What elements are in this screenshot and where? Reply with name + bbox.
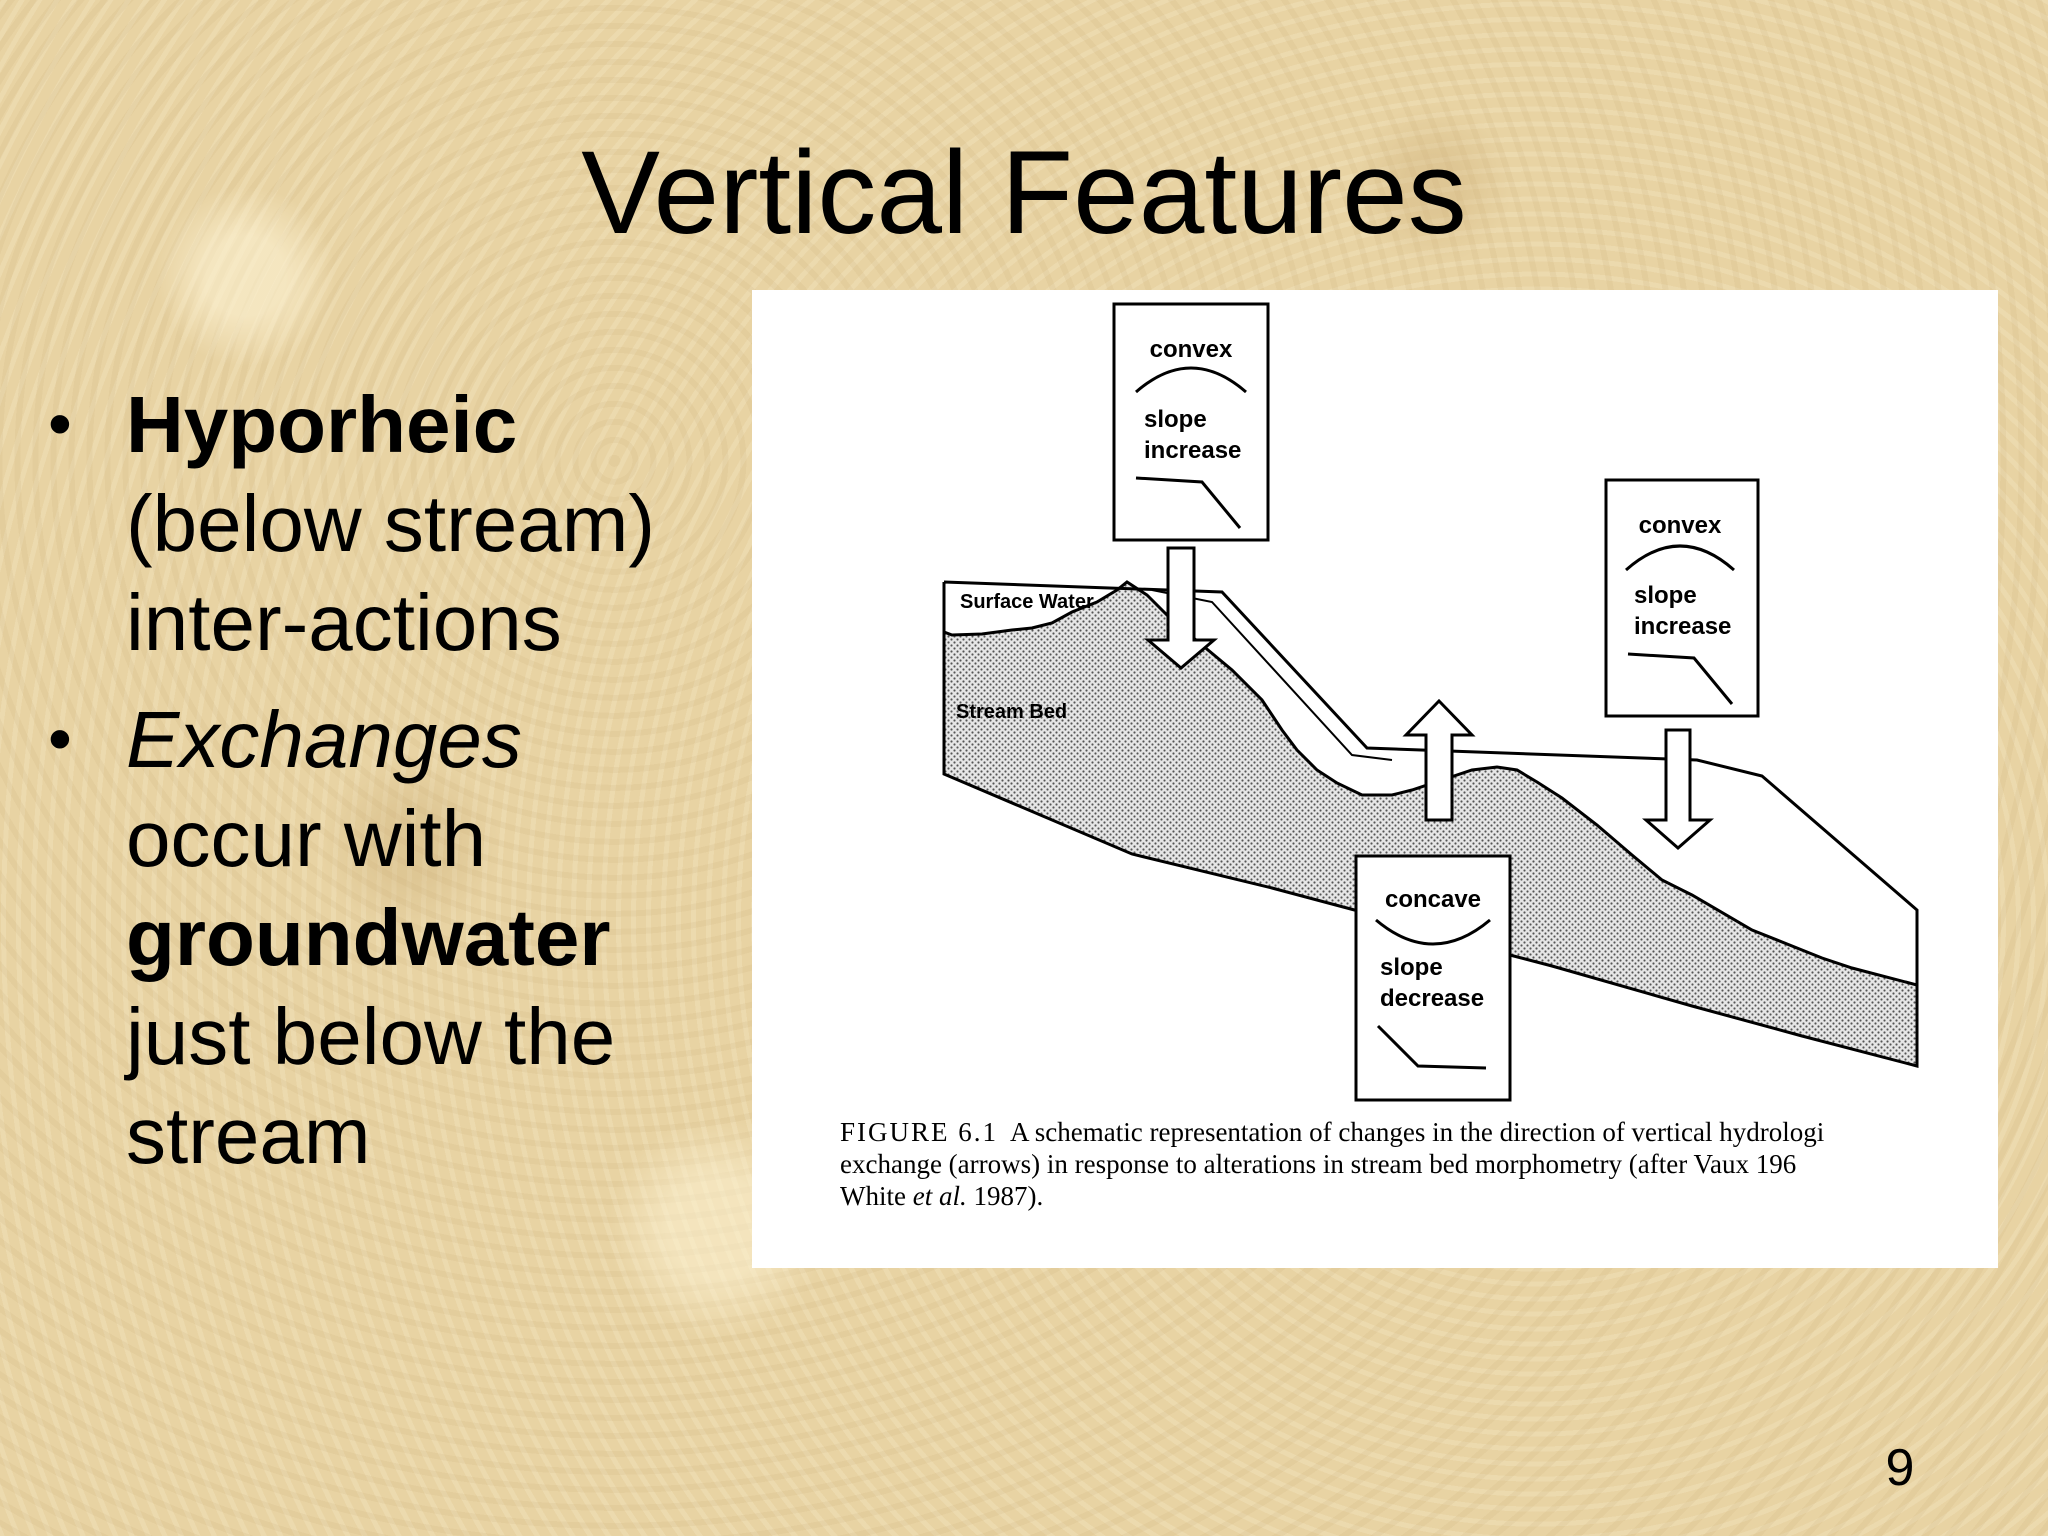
upwelling-arrow-icon [1402,698,1476,822]
stream-schematic-diagram: Surface Water Stream Bed convex slope in… [942,302,1919,1102]
surface-water-line [942,580,1919,985]
box-shape-label: convex [1150,336,1233,363]
bullet-item-exchanges: • Exchanges occur with groundwater just … [48,690,708,1185]
caption-line-1: FIGURE 6.1 A schematic representation of… [840,1116,1998,1148]
caption-text: White [840,1181,906,1211]
bullet-emphasis: Exchanges [126,695,522,784]
caption-text: A schematic representation of changes in… [1010,1117,1825,1147]
surface-water-label: Surface Water [960,591,1094,613]
slope-decrease-icon [1376,1024,1487,1070]
bullet-text: occur with [126,794,487,883]
caption-line-3: White et al. 1987). [840,1180,1998,1212]
stream-bed-region [942,580,1919,1068]
box-line1: slope [1634,582,1697,609]
bullet-strong: groundwater [126,893,611,982]
stream-bed-label: Stream Bed [956,701,1067,723]
bullet-item-hyporheic: • Hyporheic (below stream) inter-actions [48,375,708,672]
bullet-strong: Hyporheic [126,380,518,469]
concave-curve-icon [1375,918,1491,946]
bullet-dot-icon: • [48,386,72,462]
bullet-text: (below stream) inter-actions [126,479,656,667]
slope-increase-icon [1135,476,1242,529]
concave-box: concave slope decrease [1354,854,1512,1102]
caption-emphasis: et al. [912,1181,967,1211]
slide-title: Vertical Features [581,127,1467,259]
page-number: 9 [1885,1439,1915,1497]
convex-curve-icon [1135,366,1247,394]
convex-box-1: convex slope increase [1112,302,1270,542]
downwelling-arrow-icon [1143,546,1219,670]
bullet-text: just below the stream [126,992,616,1180]
convex-box-2: convex slope increase [1604,478,1760,718]
stream-bed-figure: Surface Water Stream Bed convex slope in… [752,290,1998,1268]
caption-text: 1987). [973,1181,1044,1211]
downwelling-arrow-icon [1642,728,1714,850]
figure-label: FIGURE 6.1 [840,1117,999,1147]
box-line1: slope [1380,954,1443,981]
box-shape-label: concave [1385,886,1481,913]
caption-line-2: exchange (arrows) in response to alterat… [840,1149,1797,1179]
convex-curve-icon [1625,544,1735,572]
figure-caption: FIGURE 6.1 A schematic representation of… [840,1116,1998,1212]
bullet-dot-icon: • [48,701,72,777]
box-line2: increase [1144,437,1241,464]
box-line2: decrease [1380,985,1484,1012]
slope-increase-icon [1627,652,1734,705]
box-line2: increase [1634,613,1731,640]
box-shape-label: convex [1639,512,1722,539]
bullet-list: • Hyporheic (below stream) inter-actions… [48,375,708,1203]
box-line1: slope [1144,406,1207,433]
